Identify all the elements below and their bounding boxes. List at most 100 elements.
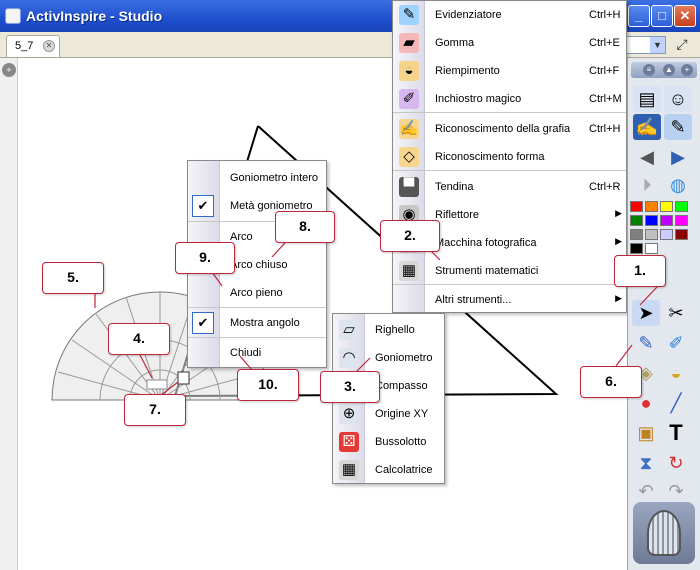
trash-can[interactable] [633,502,695,564]
menu-item-protractor[interactable]: ◠ Goniometro [333,344,444,372]
menu-item-label: Goniometro [375,352,433,364]
menu-item-label: Arco [230,231,253,243]
menu-item-label: Compasso [375,380,428,392]
redo-icon[interactable]: ↷ [668,481,684,501]
xy-origin-icon: ⊕ [339,404,359,424]
toolbox-collapse-icon[interactable]: ▲ [663,64,675,76]
clear-icon[interactable]: ⧗ [639,453,653,473]
menu-item-close[interactable]: Chiudi [188,339,326,367]
toolbox-settings-icon[interactable]: ≡ [643,64,655,76]
toolbox-pin-icon[interactable]: + [681,64,693,76]
menu-item-label: Origine XY [375,408,429,420]
window-title: ActivInspire - Studio [26,8,163,24]
tab-label: 5_7 [15,40,34,52]
dice-icon: ⚄ [339,432,359,452]
play-icon[interactable]: ⏵ [642,175,652,195]
tab-close-icon[interactable]: ✕ [43,40,55,52]
maximize-button[interactable]: □ [651,5,673,27]
menu-item-dice[interactable]: ⚄ Bussolotto [333,428,444,456]
menu-item-more-tools[interactable]: Altri strumenti... ▶ [393,286,626,314]
left-panel-strip[interactable]: + [0,58,18,570]
minimize-button[interactable]: _ [628,5,650,27]
menu-item-label: Tendina [435,181,474,193]
color-swatch[interactable] [645,229,658,240]
menu-item-arc[interactable]: Arco [188,223,326,251]
color-swatch[interactable] [660,201,673,212]
tab-document[interactable]: 5_7 ✕ [6,35,60,57]
menu-item-ruler[interactable]: ▱ Righello [333,316,444,344]
pen-icon[interactable]: ✍ [633,114,661,140]
close-button[interactable]: ✕ [674,5,696,27]
color-swatch[interactable] [630,229,643,240]
undo-icon[interactable]: ↶ [638,481,654,501]
menu-item-label: Arco chiuso [230,259,288,271]
menu-item-highlighter[interactable]: ✎ Evidenziatore Ctrl+H [393,1,626,29]
user-icon[interactable]: ☺ [664,86,692,112]
color-swatch[interactable] [675,215,688,226]
folder-icon[interactable]: ▣ [637,423,655,443]
chevron-down-icon[interactable]: ▼ [650,37,665,53]
callout-8: 8. [275,211,335,243]
menu-item-show-angle[interactable]: ✔ Mostra angolo [188,309,326,337]
menu-item-shortcut: Ctrl+F [589,65,620,77]
menu-item-calculator[interactable]: ▦ Calcolatrice [333,456,444,484]
color-swatch[interactable] [630,243,643,254]
globe-icon[interactable]: ◍ [670,175,686,195]
connector-icon[interactable]: ● [640,393,652,413]
color-swatch[interactable] [645,243,658,254]
color-swatch[interactable] [675,201,688,212]
menu-item-closed-arc[interactable]: Arco chiuso [188,251,326,279]
forward-icon[interactable]: ▶ [671,147,685,167]
menu-item-label: Mostra angolo [230,317,300,329]
color-swatch[interactable] [675,229,688,240]
menu-separator [393,170,626,171]
callout-5: 5. [42,262,104,294]
menu-item-handwriting[interactable]: ✍ Riconoscimento della grafia Ctrl+H [393,115,626,143]
menu-item-label: Gomma [435,37,475,49]
menu-separator [393,284,626,285]
refresh-icon[interactable]: ↻ [668,453,684,473]
menu-item-math-tools[interactable]: ▦ Strumenti matematici ▶ [393,257,626,285]
menu-item-filled-arc[interactable]: Arco pieno [188,279,326,307]
color-swatch[interactable] [660,229,673,240]
toolbox-header[interactable]: ≡ ▲ + [631,62,697,78]
callout-7: 7. [124,394,186,426]
fullscreen-icon[interactable]: ⤢ [676,36,688,52]
select-icon[interactable]: ➤ [632,300,660,326]
zoom-select[interactable]: ▼ [620,36,666,54]
shape-icon[interactable]: ◈ [639,363,653,383]
callout-10: 10. [237,369,299,401]
color-swatch[interactable] [630,215,643,226]
menu-item-label: Strumenti matematici [435,265,539,277]
fill-icon[interactable]: ◒ [670,363,682,383]
pages-icon[interactable]: ▤ [633,86,661,112]
menu-item-shortcut: Ctrl+H [589,9,621,21]
menu-item-fill[interactable]: ◒ Riempimento Ctrl+F [393,57,626,85]
app-icon [5,8,21,24]
color-swatch[interactable] [645,215,658,226]
color-swatch[interactable] [660,215,673,226]
line-icon[interactable]: ╱ [670,393,682,413]
menu-item-magic-ink[interactable]: ✐ Inchiostro magico Ctrl+M [393,85,626,113]
edit-icon[interactable]: ✎ [664,114,692,140]
callout-4: 4. [108,323,170,355]
menu-item-shortcut: Ctrl+E [589,37,620,49]
marker-icon[interactable]: ✐ [668,333,684,353]
menu-item-screen-shade[interactable]: ▀ Tendina Ctrl+R [393,173,626,201]
color-swatch[interactable] [645,201,658,212]
submenu-arrow-icon: ▶ [615,208,622,218]
menu-item-half-protractor[interactable]: ✔ Metà goniometro [188,192,326,220]
menu-item-shape-recognition[interactable]: ◇ Riconoscimento forma [393,143,626,171]
tools-icon[interactable]: ✂ [668,303,684,323]
submenu-arrow-icon: ▶ [615,236,622,246]
expand-icon[interactable]: + [2,63,16,77]
menu-item-label: Bussolotto [375,436,427,448]
menu-item-label: Righello [375,324,415,336]
back-icon[interactable]: ◀ [640,147,654,167]
color-swatch[interactable] [630,201,643,212]
menu-item-eraser[interactable]: ▰ Gomma Ctrl+E [393,29,626,57]
menu-item-full-protractor[interactable]: Goniometro intero [188,164,326,192]
text-icon[interactable]: T [669,420,683,445]
menu-item-xy-origin[interactable]: ⊕ Origine XY [333,400,444,428]
pen2-icon[interactable]: ✎ [638,333,654,353]
